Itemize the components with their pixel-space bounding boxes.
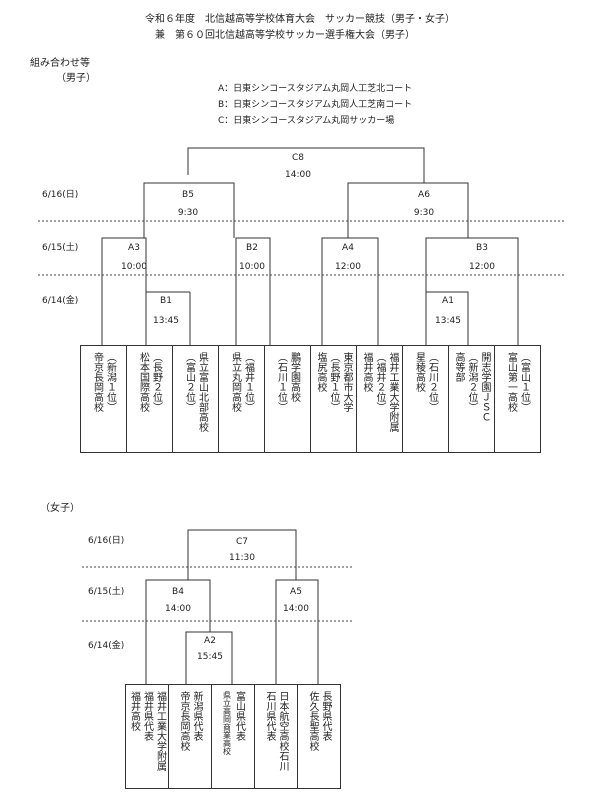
girls-team-box: 長野県代表佐久長聖高校 (297, 684, 341, 789)
girls-team-box: 富山県代表県立高岡商業高校 (211, 684, 255, 789)
match-time-c7: 11:30 (229, 553, 255, 563)
boys-team-box: 開志学園ＪＳＣ（新潟２位）高等部 (448, 345, 495, 453)
boys-team-box: （新潟１位）帝京長岡高校 (80, 345, 127, 453)
boys-team-text: （長野１位） (328, 352, 339, 412)
boys-team-text: 塩尻高校 (315, 352, 326, 392)
boys-team-box: （富山１位）富山第一高校 (494, 345, 541, 453)
boys-team-box: 鵬学園高校（石川１位） (264, 345, 311, 453)
boys-team-text: （石川１位） (275, 352, 287, 412)
boys-team-text: 県立丸岡高校 (229, 352, 241, 412)
match-id-c7: C7 (235, 537, 249, 547)
girls-team-text: 佐久長聖高校 (307, 691, 318, 751)
boys-team-box: 東京都市大学（長野１位）塩尻高校 (310, 345, 357, 453)
venue-a: A：日東シンコースタジアム丸岡人工芝北コート (218, 84, 413, 94)
girls-date-day3: 6/16(日) (88, 536, 125, 546)
match-time-b2: 10:00 (239, 262, 265, 272)
match-time-a3: 10:00 (121, 262, 147, 272)
boys-team-text: （新潟１位） (104, 352, 116, 412)
girls-team-text: 石川県代表 (264, 691, 275, 741)
girls-team-box: 福井工業大学附属福井県代表福井高校 (125, 684, 169, 789)
match-id-b4: B4 (172, 587, 184, 597)
girls-team-text: 日本航空高校石川 (277, 691, 288, 771)
match-id-b3: B3 (476, 243, 488, 253)
boys-team-text: 東京都市大学 (341, 352, 352, 412)
boys-team-text: 松本国際高校 (137, 352, 149, 412)
match-id-b2: B2 (246, 243, 258, 253)
match-id-a3: A3 (128, 243, 140, 253)
girls-team-text: 長野県代表 (320, 691, 331, 741)
boys-date-day3: 6/16(日) (42, 190, 79, 200)
boys-team-box: 県立富山北部高校（富山２位） (172, 345, 219, 453)
match-id-b5: B5 (182, 190, 194, 200)
match-time-b5: 9:30 (177, 208, 199, 218)
boys-team-text: 福井高校 (361, 352, 372, 392)
boys-team-text: （新潟２位） (466, 352, 477, 412)
boys-team-box: （福井１位）県立丸岡高校 (218, 345, 265, 453)
girls-team-box: 新潟県代表帝京長岡高校 (168, 684, 212, 789)
match-time-b4: 14:00 (165, 604, 191, 614)
boys-team-text: 鵬学園高校 (288, 352, 300, 402)
boys-team-text: （石川２位） (426, 352, 438, 412)
girls-label: （女子） (40, 503, 80, 514)
boys-team-box: （石川２位）星稜高校 (402, 345, 449, 453)
page-title: 令和６年度 北信越高等学校体育大会 サッカー競技（男子・女子） (145, 14, 455, 25)
match-id-c8: C8 (291, 153, 305, 163)
match-time-a1: 13:45 (435, 316, 461, 326)
match-time-b3: 12:00 (469, 262, 495, 272)
girls-team-text: 県立高岡商業高校 (222, 691, 232, 755)
boys-team-text: 高等部 (453, 352, 464, 382)
boys-team-text: （富山２位） (183, 352, 195, 412)
boys-team-text: 帝京長岡高校 (91, 352, 103, 412)
match-time-a5: 14:00 (283, 604, 309, 614)
venue-c: C：日東シンコースタジアム丸岡サッカー場 (218, 116, 395, 126)
match-time-a2: 15:45 (197, 652, 223, 662)
boys-date-day2: 6/15(土) (42, 243, 79, 253)
boys-team-box: （長野２位）松本国際高校 (126, 345, 173, 453)
section-label: 組み合わせ等 (30, 58, 90, 69)
match-time-b1: 13:45 (153, 316, 179, 326)
match-id-a4: A4 (342, 243, 354, 253)
match-time-a6: 9:30 (413, 208, 435, 218)
boys-team-text: 県立富山北部高校 (196, 352, 208, 432)
girls-team-text: 帝京長岡高校 (178, 691, 189, 751)
girls-team-text: 富山県代表 (233, 691, 245, 741)
girls-team-box: 日本航空高校石川石川県代表 (254, 684, 298, 789)
match-id-b1: B1 (160, 296, 172, 306)
boys-team-box: 福井工業大学附属（福井２位）福井高校 (356, 345, 403, 453)
boys-label: （男子） (56, 73, 96, 84)
venue-b: B：日東シンコースタジアム丸岡人工芝南コート (218, 100, 413, 110)
match-id-a6: A6 (418, 190, 430, 200)
girls-team-text: 福井工業大学附属 (154, 691, 166, 771)
match-time-c8: 14:00 (285, 170, 311, 180)
match-id-a2: A2 (204, 636, 216, 646)
girls-team-text: 福井県代表 (141, 691, 153, 741)
boys-team-text: （長野２位） (150, 352, 162, 412)
girls-date-day1: 6/14(金) (88, 641, 125, 651)
girls-date-day2: 6/15(土) (88, 587, 125, 597)
boys-team-text: 富山第一高校 (505, 352, 517, 412)
match-id-a1: A1 (442, 296, 454, 306)
page-subtitle: 兼 第６０回北信越高等学校サッカー選手権大会（男子） (155, 30, 415, 41)
boys-date-day1: 6/14(金) (42, 296, 79, 306)
boys-team-text: 星稜高校 (413, 352, 425, 392)
girls-team-text: 福井高校 (128, 691, 140, 731)
girls-team-text: 新潟県代表 (191, 691, 202, 741)
boys-team-text: （富山１位） (518, 352, 530, 412)
boys-team-text: （福井１位） (242, 352, 254, 412)
match-id-a5: A5 (290, 587, 302, 597)
boys-team-text: 開志学園ＪＳＣ (479, 352, 490, 422)
match-time-a4: 12:00 (335, 262, 361, 272)
boys-team-text: 福井工業大学附属 (387, 352, 398, 432)
boys-team-text: （福井２位） (374, 352, 385, 412)
